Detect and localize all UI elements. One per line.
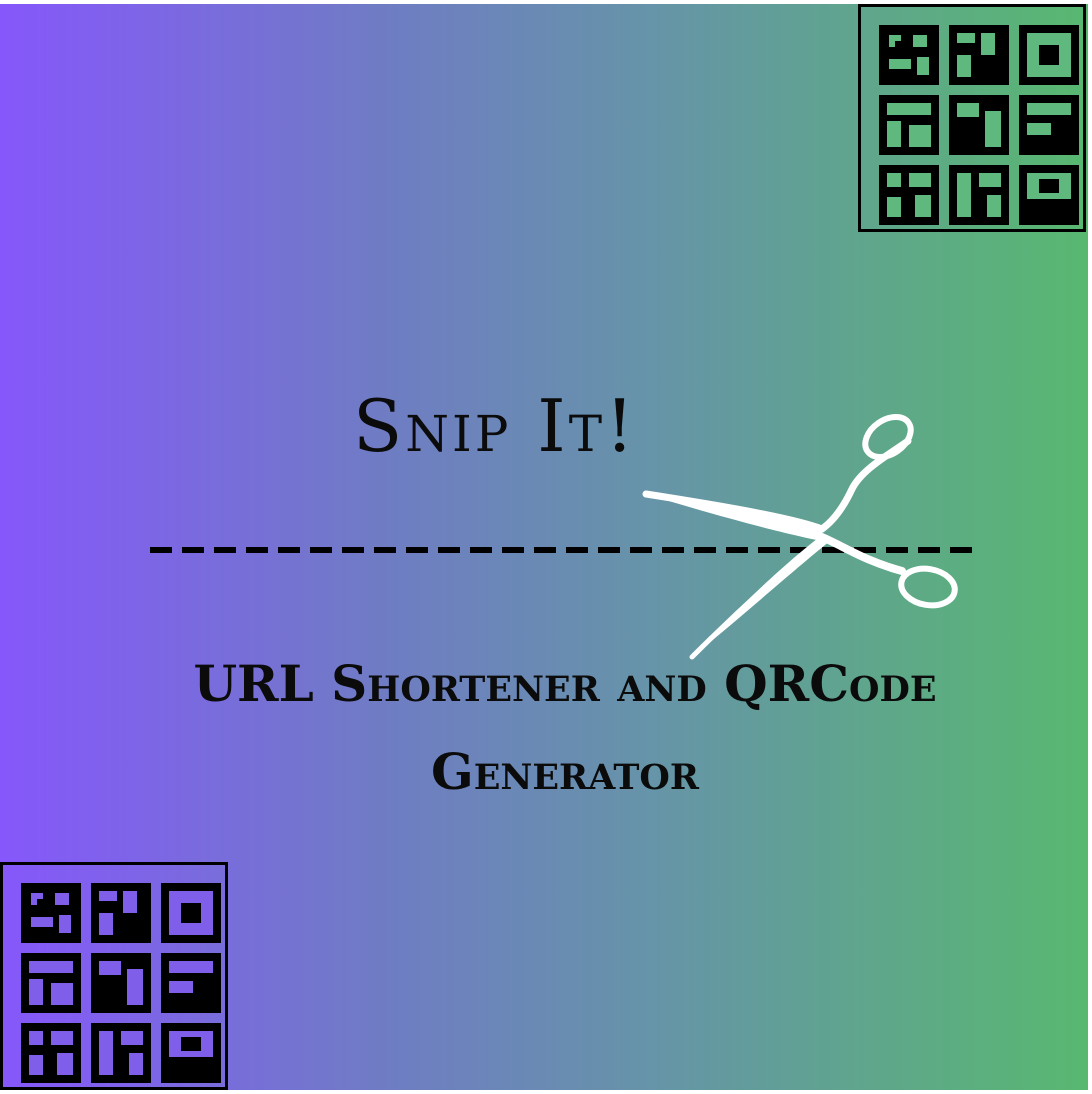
qr-code-icon bbox=[0, 862, 228, 1090]
scissors-icon bbox=[642, 414, 958, 660]
poster-background: Snip It! URL Shortener and QRCode Genera… bbox=[0, 4, 1088, 1090]
page-title: Snip It! bbox=[352, 384, 638, 468]
qr-code-icon bbox=[858, 4, 1086, 232]
page-subtitle: URL Shortener and QRCode Generator bbox=[193, 654, 937, 801]
